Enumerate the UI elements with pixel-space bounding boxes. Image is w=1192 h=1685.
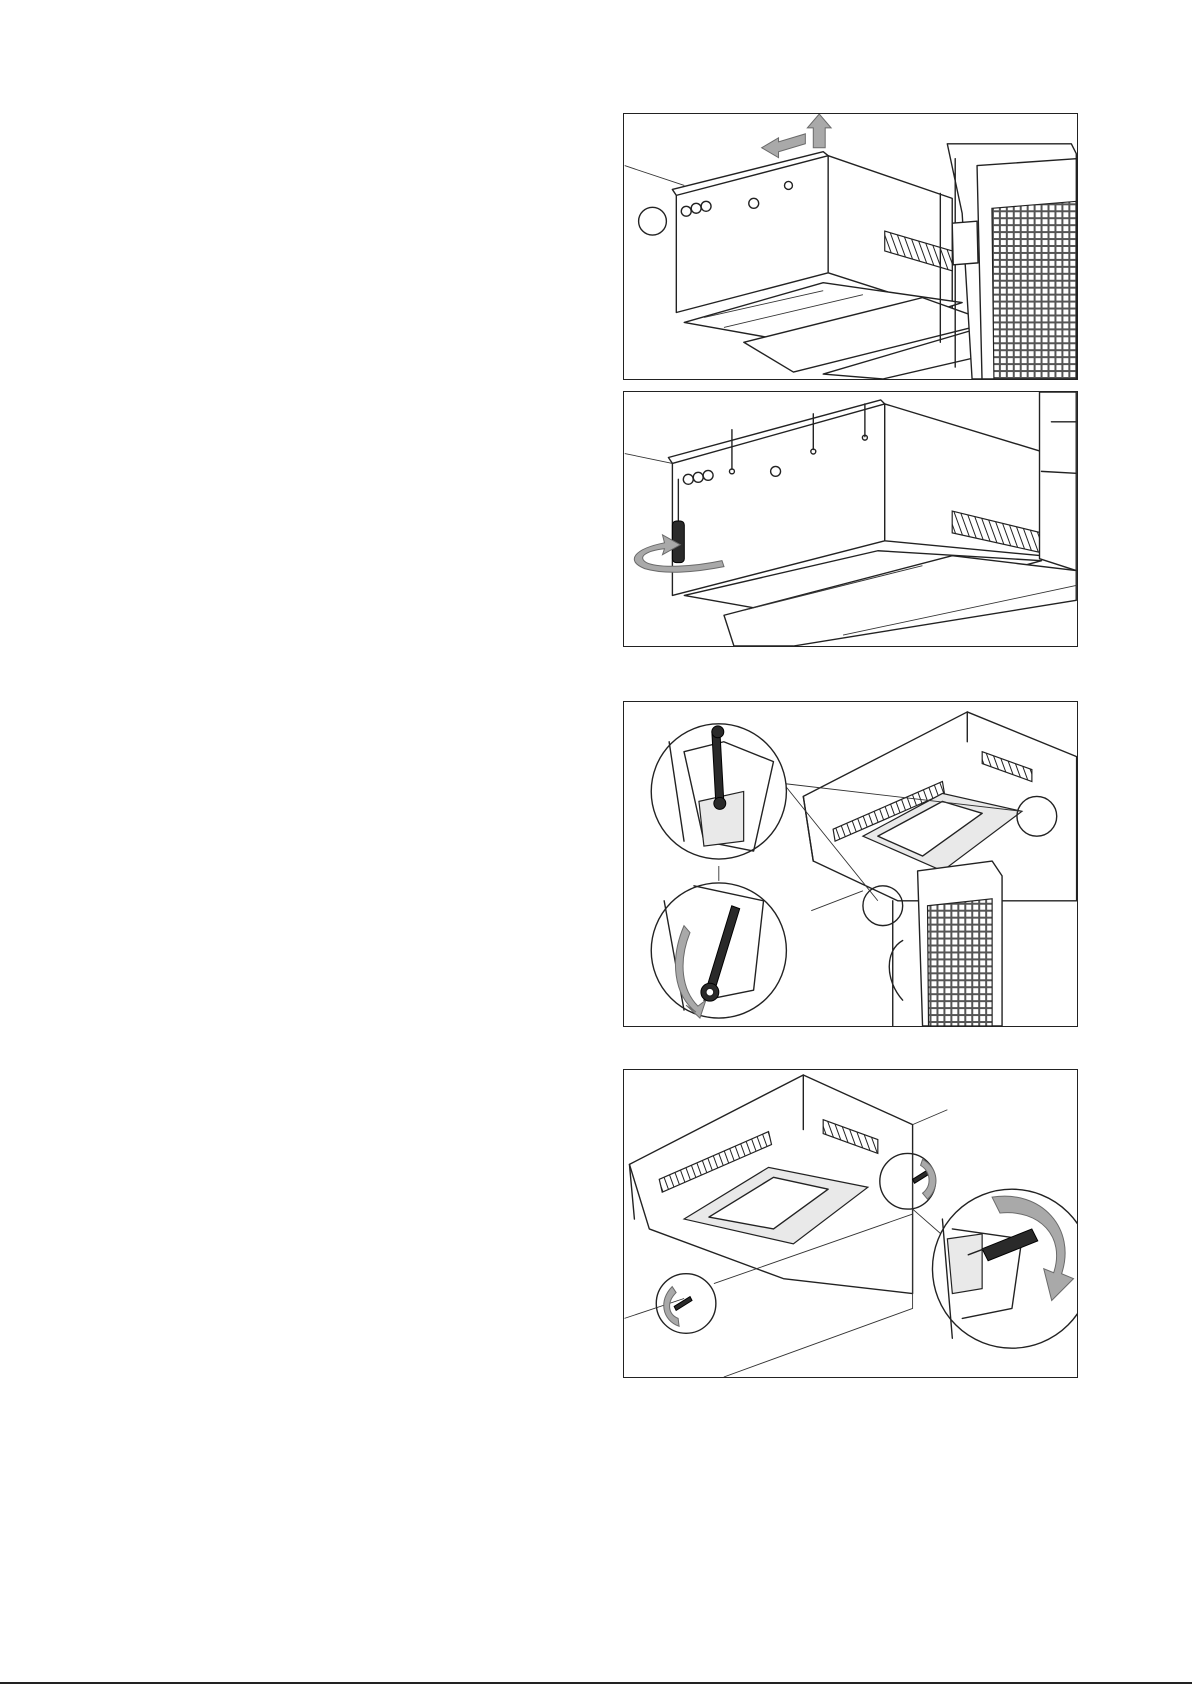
illustration-unit-side-panel (624, 114, 1077, 379)
figure-panel-screws (623, 391, 1078, 647)
illustration-hinge-wrench (624, 702, 1077, 1026)
arrow-slide-left-icon (762, 134, 806, 158)
arrow-lift-up-icon (807, 114, 831, 148)
detail-callout-lower (651, 883, 786, 1018)
footer-rule (0, 1682, 1192, 1684)
illustration-hinge-screwdriver (624, 1070, 1077, 1377)
detail-callout-left (656, 1274, 716, 1334)
figure-panel-removal-slide (623, 113, 1078, 380)
figure-hinge-screwdriver (623, 1069, 1078, 1378)
figure-hinge-wrench (623, 701, 1078, 1027)
detail-callout-upper (651, 724, 786, 859)
illustration-panel-screws (624, 392, 1077, 646)
